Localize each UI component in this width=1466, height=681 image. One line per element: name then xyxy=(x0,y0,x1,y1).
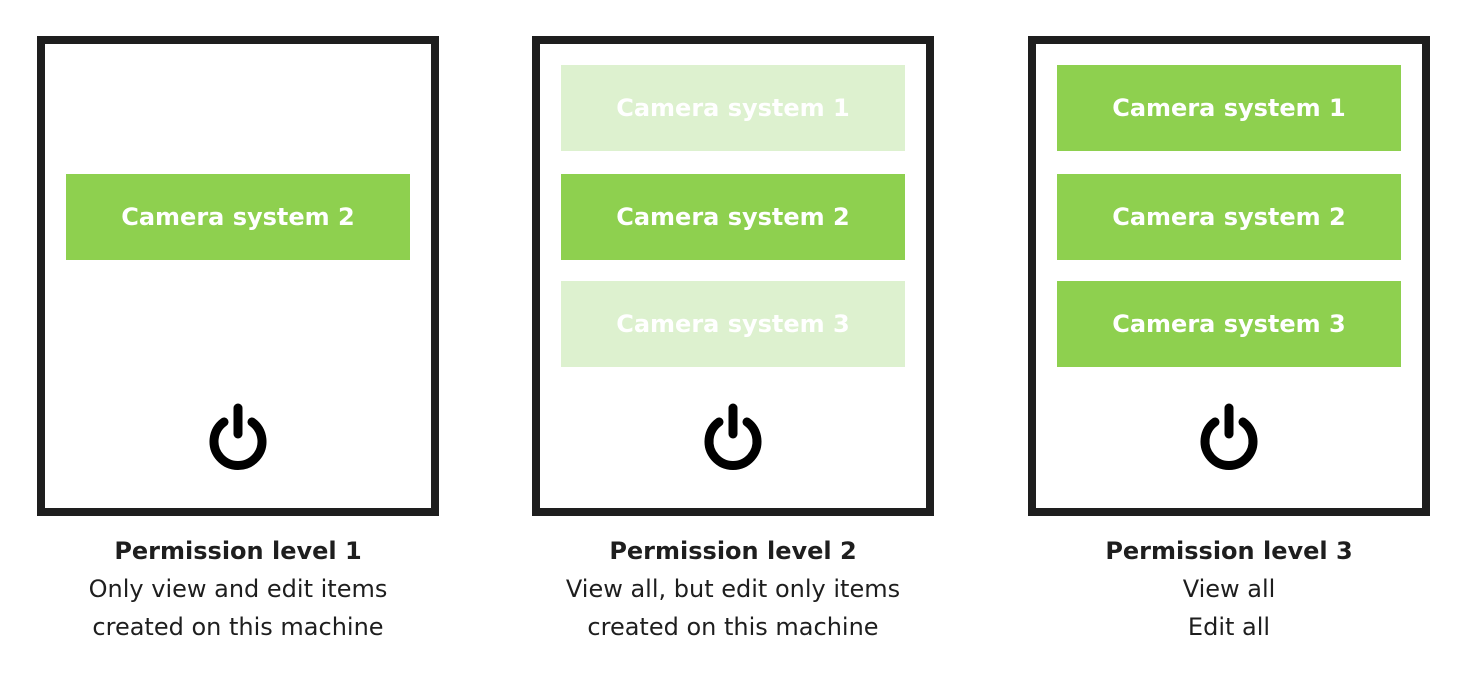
caption-title: Permission level 3 xyxy=(1105,537,1353,565)
power-icon[interactable] xyxy=(1197,402,1261,470)
camera-system-button[interactable]: Camera system 3 xyxy=(1057,281,1401,367)
caption-line: Edit all xyxy=(1187,613,1271,641)
caption-level-2: Permission level 2 View all, but edit on… xyxy=(532,532,934,646)
power-icon[interactable] xyxy=(206,402,270,470)
camera-system-button[interactable]: Camera system 2 xyxy=(1057,174,1401,260)
caption-line: Only view and edit items xyxy=(88,575,388,603)
caption-line: created on this machine xyxy=(587,613,879,641)
camera-system-button[interactable]: Camera system 1 xyxy=(1057,65,1401,151)
caption-line: View all xyxy=(1182,575,1276,603)
permission-panel-3: Camera system 1 Camera system 2 Camera s… xyxy=(1028,36,1430,516)
permission-panel-2: Camera system 1 Camera system 2 Camera s… xyxy=(532,36,934,516)
camera-system-button[interactable]: Camera system 2 xyxy=(561,174,905,260)
camera-system-button: Camera system 3 xyxy=(561,281,905,367)
permission-panel-1: Camera system 2 xyxy=(37,36,439,516)
caption-title: Permission level 1 xyxy=(114,537,362,565)
caption-title: Permission level 2 xyxy=(609,537,857,565)
caption-level-3: Permission level 3 View all Edit all xyxy=(1028,532,1430,646)
camera-system-button: Camera system 1 xyxy=(561,65,905,151)
camera-system-button[interactable]: Camera system 2 xyxy=(66,174,410,260)
caption-line: View all, but edit only items xyxy=(565,575,901,603)
power-icon[interactable] xyxy=(701,402,765,470)
caption-line: created on this machine xyxy=(92,613,384,641)
caption-level-1: Permission level 1 Only view and edit it… xyxy=(37,532,439,646)
